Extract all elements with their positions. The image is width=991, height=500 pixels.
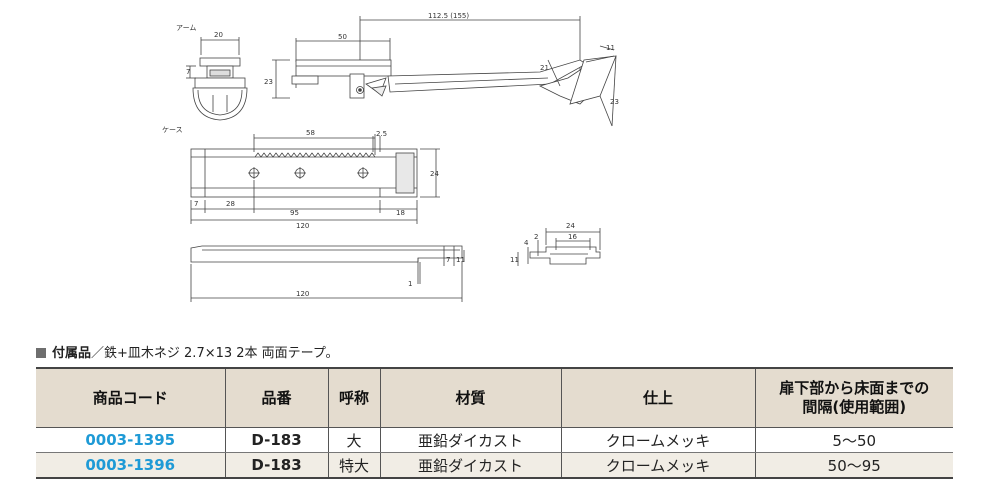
spec-table: 商品コード 品番 呼称 材質 仕上 扉下部から床面までの間隔(使用範囲) 000… bbox=[36, 367, 953, 479]
accessories-note: 付属品／鉄+皿木ネジ 2.7×13 2本 両面テープ。 bbox=[36, 342, 339, 361]
dim-case-18: 18 bbox=[396, 209, 405, 217]
size-cell: 特大 bbox=[327, 452, 380, 479]
header-range-line1: 扉下部から床面までの bbox=[779, 379, 930, 397]
dim-roller-21: 21 bbox=[540, 64, 549, 72]
header-product-code: 商品コード bbox=[36, 367, 225, 428]
arm-label: アーム bbox=[176, 24, 196, 32]
header-model: 品番 bbox=[224, 367, 328, 428]
dim-case-28: 28 bbox=[226, 200, 235, 208]
dim-sec-2: 2 bbox=[534, 233, 538, 241]
dim-case-120: 120 bbox=[296, 222, 309, 230]
dim-arm-small: 7 bbox=[186, 68, 190, 76]
header-finish: 仕上 bbox=[560, 367, 755, 428]
dim-arm-length: 50 bbox=[338, 33, 347, 41]
range-cell: 5～50 bbox=[754, 427, 953, 453]
header-range: 扉下部から床面までの間隔(使用範囲) bbox=[754, 367, 953, 428]
accessories-text: ／鉄+皿木ネジ 2.7×13 2本 両面テープ。 bbox=[91, 346, 339, 361]
finish-cell: クロームメッキ bbox=[560, 427, 755, 453]
material-cell: 亜鉛ダイカスト bbox=[379, 452, 561, 479]
header-size: 呼称 bbox=[327, 367, 380, 428]
dim-arm-width: 20 bbox=[214, 31, 223, 39]
square-bullet-icon bbox=[36, 348, 46, 358]
dim-arm-height: 23 bbox=[264, 78, 273, 86]
dim-side-1: 1 bbox=[408, 280, 412, 288]
header-material: 材質 bbox=[379, 367, 561, 428]
technical-drawing: アーム ケース 20 7 23 50 112.5 (155) 21 11 23 … bbox=[162, 12, 619, 302]
table-row: 0003-1395 D-183 大 亜鉛ダイカスト クロームメッキ 5～50 bbox=[36, 427, 953, 453]
dim-case-24: 24 bbox=[430, 170, 439, 178]
case-label: ケース bbox=[162, 126, 183, 134]
dim-sec-24: 24 bbox=[566, 222, 575, 230]
dim-roller-23: 23 bbox=[610, 98, 619, 106]
dim-sec-16: 16 bbox=[568, 233, 577, 241]
header-range-line2: 間隔(使用範囲) bbox=[802, 398, 907, 416]
dim-case-7: 7 bbox=[194, 200, 198, 208]
product-code-link[interactable]: 0003-1396 bbox=[36, 452, 225, 479]
model-cell: D-183 bbox=[224, 427, 328, 453]
dim-side-11: 11 bbox=[456, 256, 465, 264]
dim-side-7: 7 bbox=[446, 256, 450, 264]
dim-arm-reach: 112.5 (155) bbox=[428, 12, 469, 20]
dim-sec-11: 11 bbox=[510, 256, 519, 264]
material-cell: 亜鉛ダイカスト bbox=[379, 427, 561, 453]
table-header-row: 商品コード 品番 呼称 材質 仕上 扉下部から床面までの間隔(使用範囲) bbox=[36, 367, 953, 428]
finish-cell: クロームメッキ bbox=[560, 452, 755, 479]
dim-sec-4: 4 bbox=[524, 239, 529, 247]
dim-case-2-5: 2.5 bbox=[376, 130, 387, 138]
range-cell: 50～95 bbox=[754, 452, 953, 479]
accessories-label: 付属品 bbox=[52, 346, 92, 361]
size-cell: 大 bbox=[327, 427, 380, 453]
dim-case-58: 58 bbox=[306, 129, 315, 137]
dim-side-120: 120 bbox=[296, 290, 309, 298]
dim-case-95: 95 bbox=[290, 209, 299, 217]
dim-roller-11: 11 bbox=[606, 44, 615, 52]
table-row: 0003-1396 D-183 特大 亜鉛ダイカスト クロームメッキ 50～95 bbox=[36, 452, 953, 479]
product-code-link[interactable]: 0003-1395 bbox=[36, 427, 225, 453]
model-cell: D-183 bbox=[224, 452, 328, 479]
